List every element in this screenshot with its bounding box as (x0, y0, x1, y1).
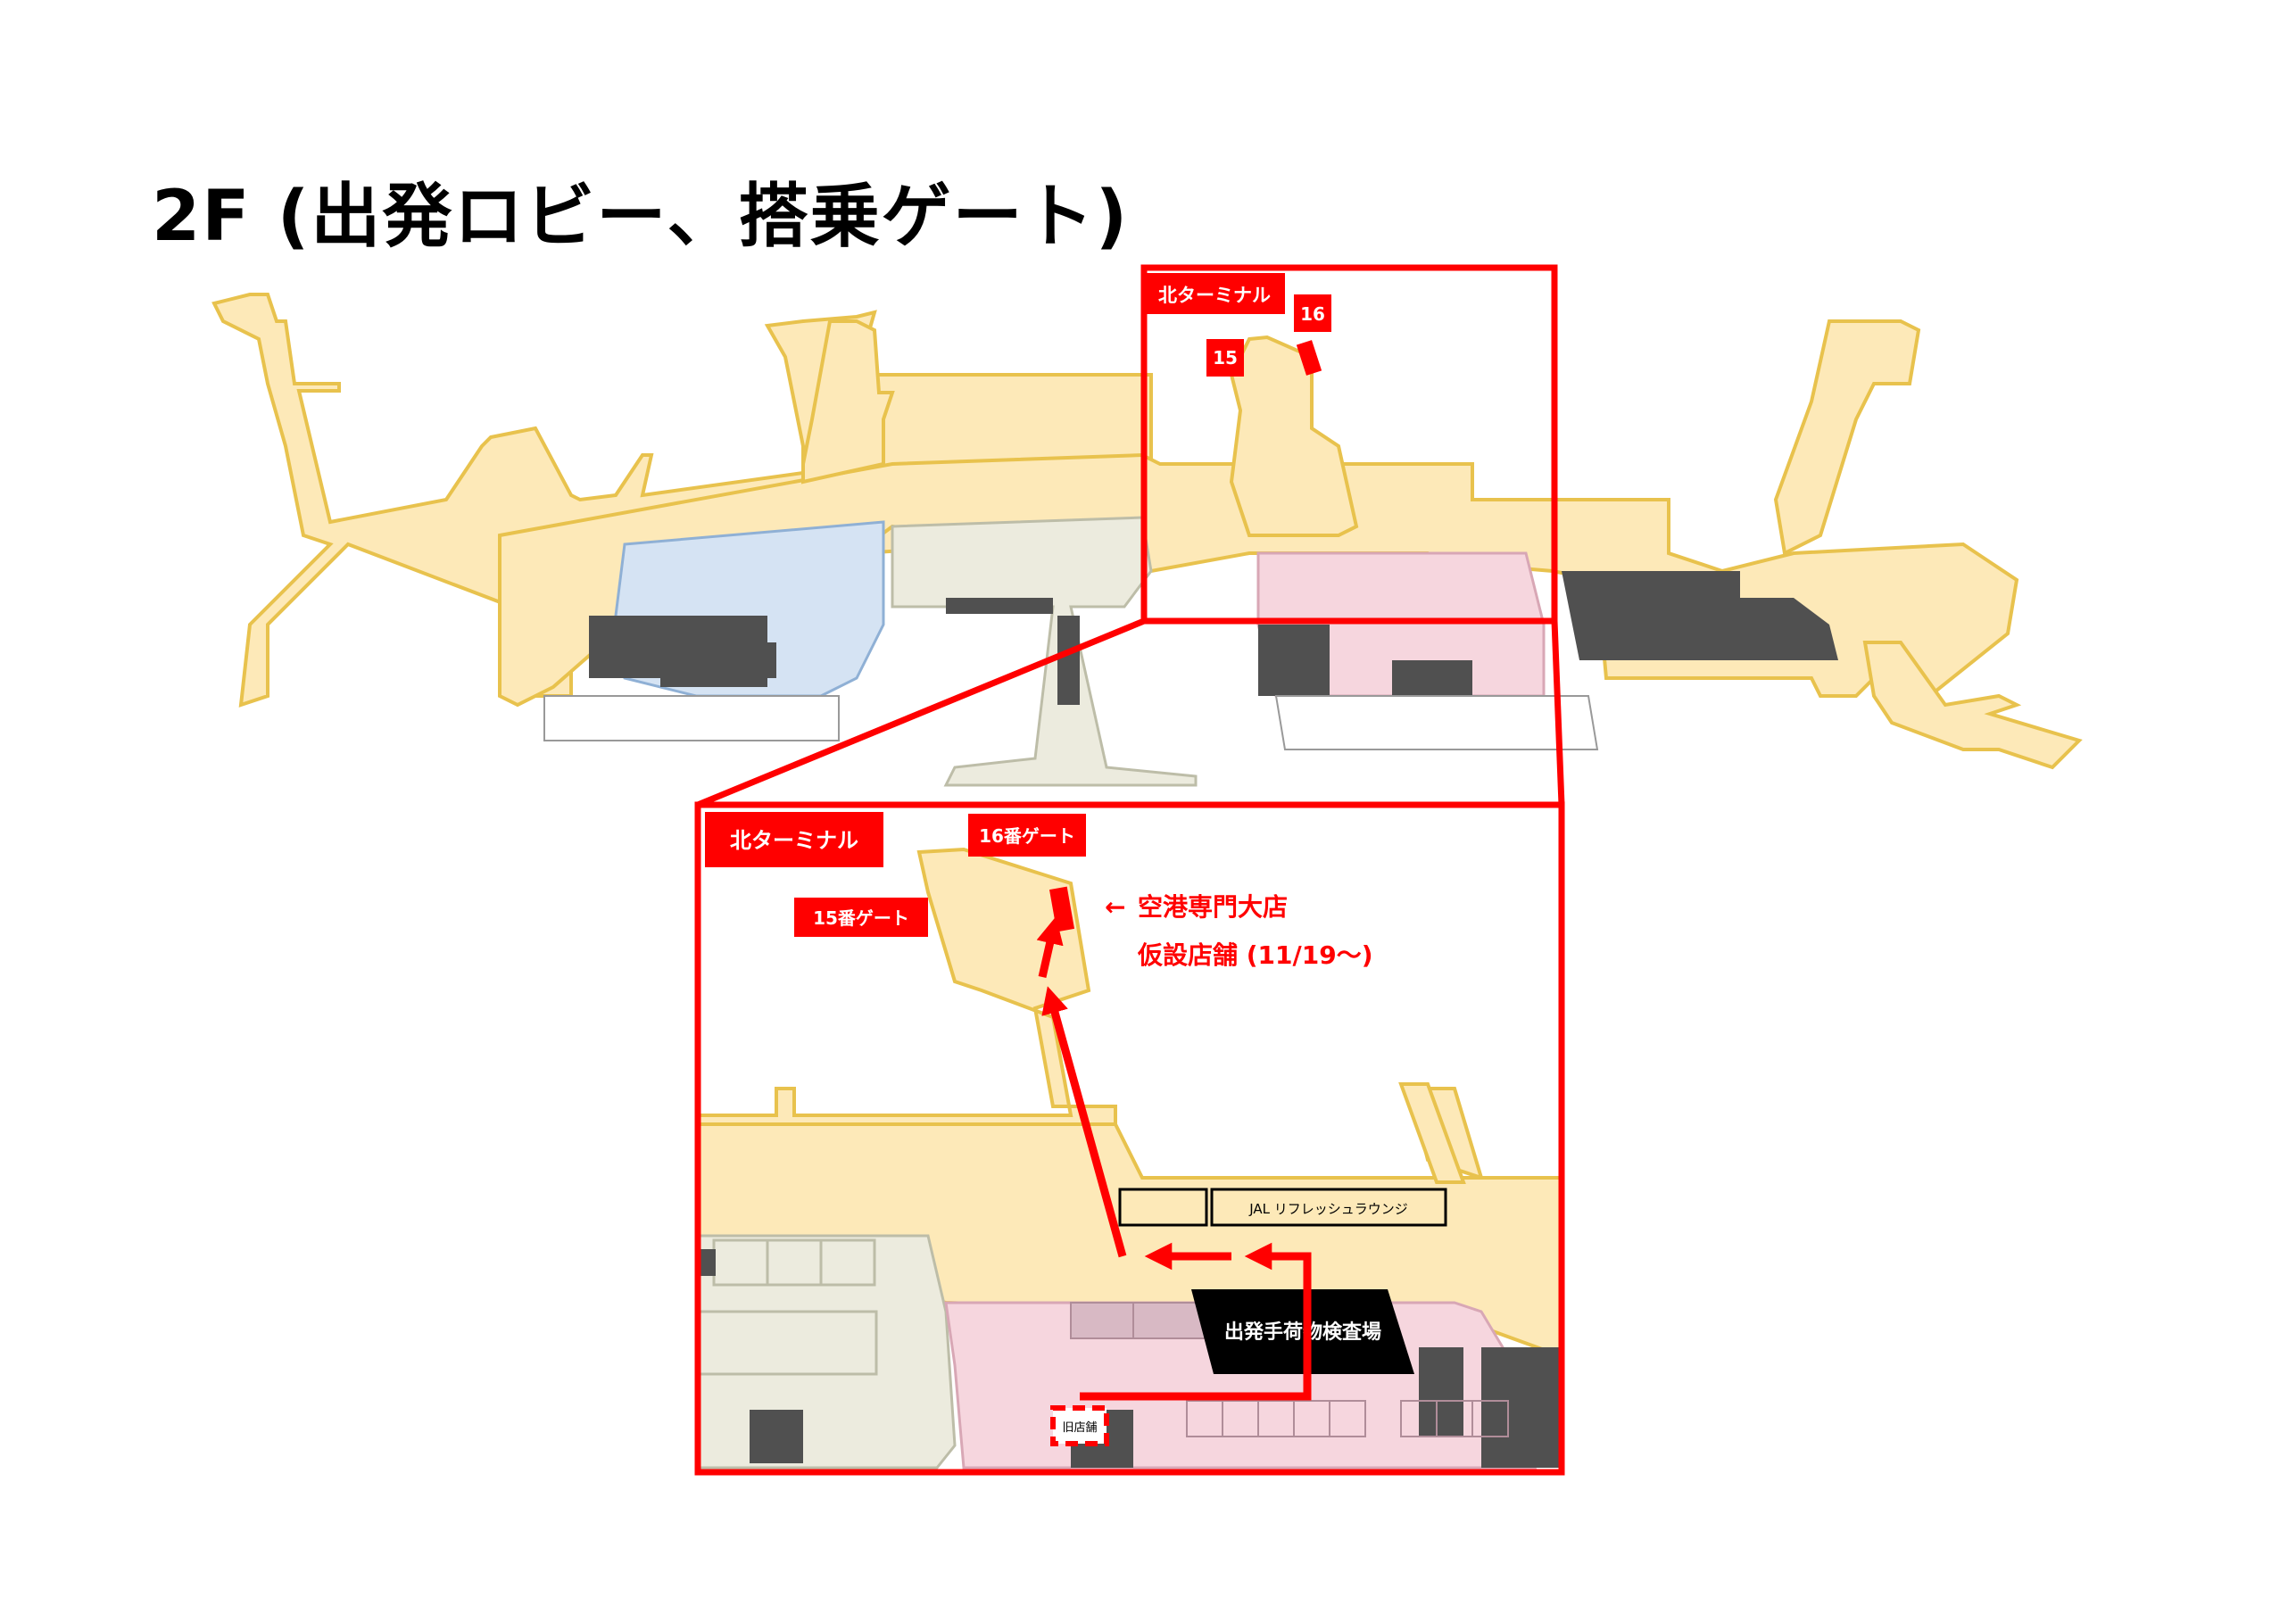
overview-gate16-badge (1294, 294, 1331, 332)
central-lobby (891, 516, 1198, 787)
pier-north (1229, 335, 1359, 537)
detail-map: JAL リフレッシュラウンジ 出発手荷物検査場 旧店舗 (696, 805, 1563, 1472)
lounge-label: JAL リフレッシュラウンジ (1248, 1201, 1408, 1217)
detail-gate15-label: 15番ゲート (813, 907, 909, 929)
detail-gate16-label: 16番ゲート (979, 825, 1075, 847)
overview-temp-store-marker (1296, 340, 1322, 376)
security-checkpoint (1191, 1289, 1414, 1374)
security-label: 出発手荷物検査場 (1224, 1321, 1381, 1344)
route-segment-1 (1080, 1242, 1312, 1401)
overview-north-terminal-badge (1144, 273, 1285, 314)
old-store-marker (1050, 1405, 1109, 1446)
store-temp-label: 仮設店舗 (11/19～) (1137, 940, 1373, 970)
overview-gate16-label: 16 (1300, 303, 1325, 325)
route (1036, 916, 1312, 1401)
detail-frame (694, 801, 1565, 1476)
overview-highlight-frame (1140, 264, 1558, 625)
connector-right (1551, 620, 1565, 806)
pier-north-west (801, 319, 895, 484)
detail-pier (696, 847, 1117, 1162)
east-wing-tail (1862, 641, 2083, 770)
detail-north-terminal-badge (705, 812, 883, 867)
detail-gate16-badge (968, 814, 1086, 857)
detail-gate15-badge (794, 898, 928, 937)
route-segment-4 (1036, 916, 1064, 978)
east-dark-block (1562, 571, 1838, 660)
page-title: 2F (出発ロビー、搭乗ゲート) (152, 177, 1130, 257)
old-store-label: 旧店舗 (1062, 1421, 1097, 1435)
detail-north-terminal-label: 北ターミナル (730, 828, 858, 853)
route-segment-3 (1041, 986, 1127, 1258)
overview-gate15-badge (1206, 339, 1244, 377)
east-wing (1773, 319, 1921, 556)
overview-gate15-label: 15 (1213, 347, 1238, 368)
detail-gray-block (696, 1234, 957, 1470)
store-name: 空港専門大店 (1138, 892, 1288, 922)
store-arrow: ← (1105, 892, 1125, 922)
connector-left (696, 617, 1146, 808)
west-wing (211, 293, 1153, 708)
lounge-box (1210, 1188, 1447, 1227)
overview-north-terminal-label: 北ターミナル (1158, 285, 1271, 306)
lounge-box-left (1118, 1188, 1208, 1227)
overview-map (211, 293, 2083, 787)
